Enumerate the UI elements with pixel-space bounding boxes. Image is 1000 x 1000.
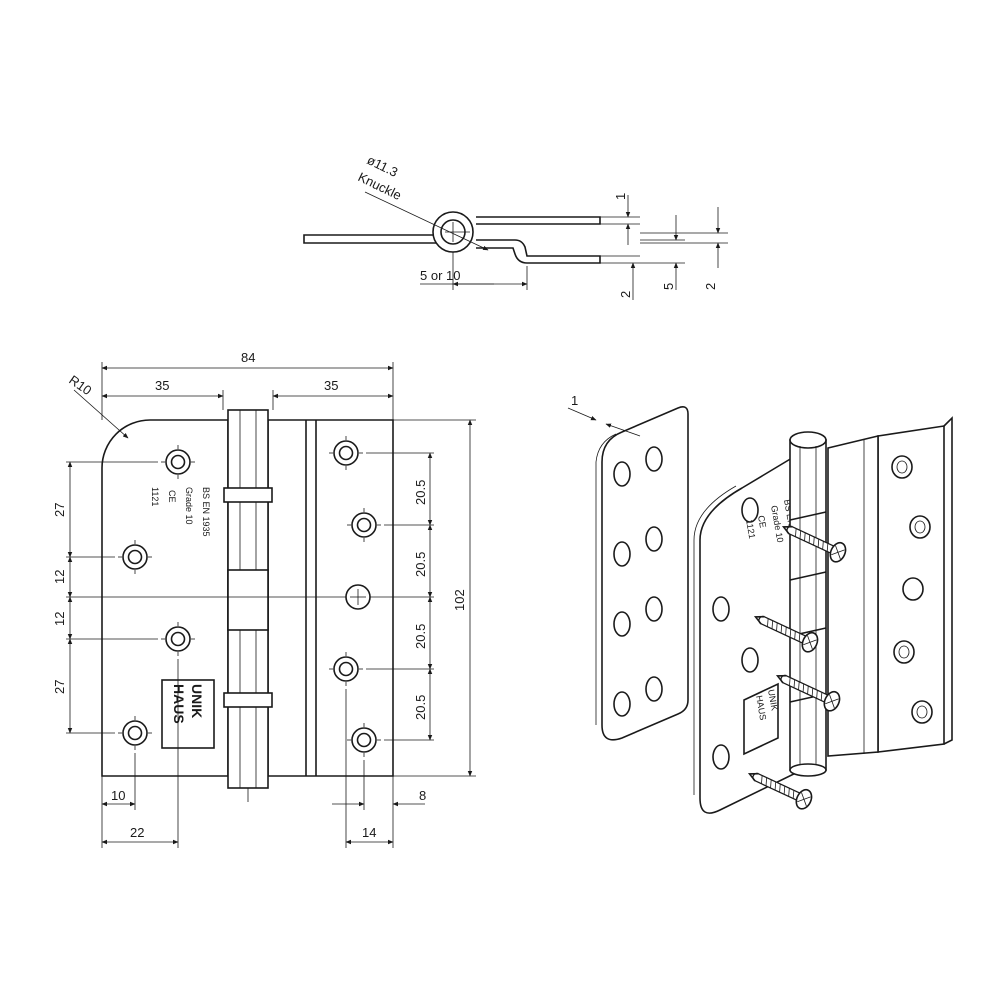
- front-stamp-line-2: Grade 10: [184, 487, 194, 525]
- dim-hole-offset-right: 14: [362, 825, 376, 840]
- screw-hole: [160, 621, 196, 657]
- dim-right-spacing-2: 20.5: [413, 552, 428, 577]
- loose-plate: [601, 406, 689, 741]
- dim-height-total: 102: [452, 589, 467, 611]
- screw-hole: [346, 507, 382, 543]
- iso-left-holes: [712, 497, 759, 770]
- front-view: BS EN 1935 Grade 10 CE 1121 UNIK HAUS 84…: [52, 350, 476, 848]
- logo-box: [161, 679, 215, 749]
- dim-right-spacing-3: 20.5: [413, 624, 428, 649]
- screw-hole: [117, 715, 153, 751]
- dim-left-spacing-2: 12: [52, 570, 67, 584]
- left-leaf: [101, 419, 229, 777]
- front-stamp-line-3: 1121: [150, 487, 160, 506]
- dim-left-spacing-3: 12: [52, 612, 67, 626]
- screw-hole: [117, 539, 153, 575]
- dim-leaf-left: 35: [155, 378, 169, 393]
- plate-holes: [613, 446, 663, 717]
- iso-stamp-line-3: 1121: [744, 519, 757, 540]
- screw-hole: [160, 444, 196, 480]
- dim-edge-left: 10: [111, 788, 125, 803]
- front-ce-mark: CE: [167, 490, 177, 503]
- dim-width-total: 84: [241, 350, 255, 365]
- iso-ce-mark: CE: [756, 515, 768, 529]
- iso-right-holes: [891, 455, 933, 724]
- iso-thickness-label: 1: [571, 393, 578, 408]
- section-view: ø11.3 Knuckle 5 or 10 1 2 5 2: [303, 152, 728, 300]
- iso-logo-line-1: UNIK: [766, 689, 780, 712]
- dim-right-spacing-4: 20.5: [413, 695, 428, 720]
- screw-hole: [346, 722, 382, 758]
- center-hole: [345, 584, 371, 610]
- dim-right-spacing-1: 20.5: [413, 480, 428, 505]
- iso-logo-line-2: HAUS: [754, 695, 768, 721]
- iso-logo-box: [743, 682, 779, 756]
- iso-view: 1 BS EN 1935 Grade 10 CE 1121 UNIK HAUS: [567, 393, 953, 814]
- dim-left-spacing-4: 27: [52, 680, 67, 694]
- dim-edge-right: 8: [419, 788, 426, 803]
- thickness-1-label: 1: [613, 193, 628, 200]
- right-leaf: [267, 419, 394, 777]
- logo-line-1: UNIK: [189, 684, 205, 718]
- dim-hole-offset-left: 22: [130, 825, 144, 840]
- dim-left-spacing-1: 27: [52, 503, 67, 517]
- iso-knuckle: [789, 439, 827, 771]
- logo-line-2: HAUS: [171, 684, 187, 724]
- front-stamp-line-1: BS EN 1935: [201, 487, 211, 537]
- dim-corner-radius: R10: [66, 372, 94, 398]
- screw-hole: [328, 651, 364, 687]
- knuckle-label: Knuckle: [356, 169, 404, 203]
- iso-left-leaf: [699, 450, 803, 814]
- screw-hole: [328, 435, 364, 471]
- thickness-2-label: 2: [618, 291, 633, 298]
- offset-5-label: 5: [661, 283, 676, 290]
- offset-label: 5 or 10: [420, 268, 460, 283]
- dim-leaf-right: 35: [324, 378, 338, 393]
- leaf-2-label: 2: [703, 283, 718, 290]
